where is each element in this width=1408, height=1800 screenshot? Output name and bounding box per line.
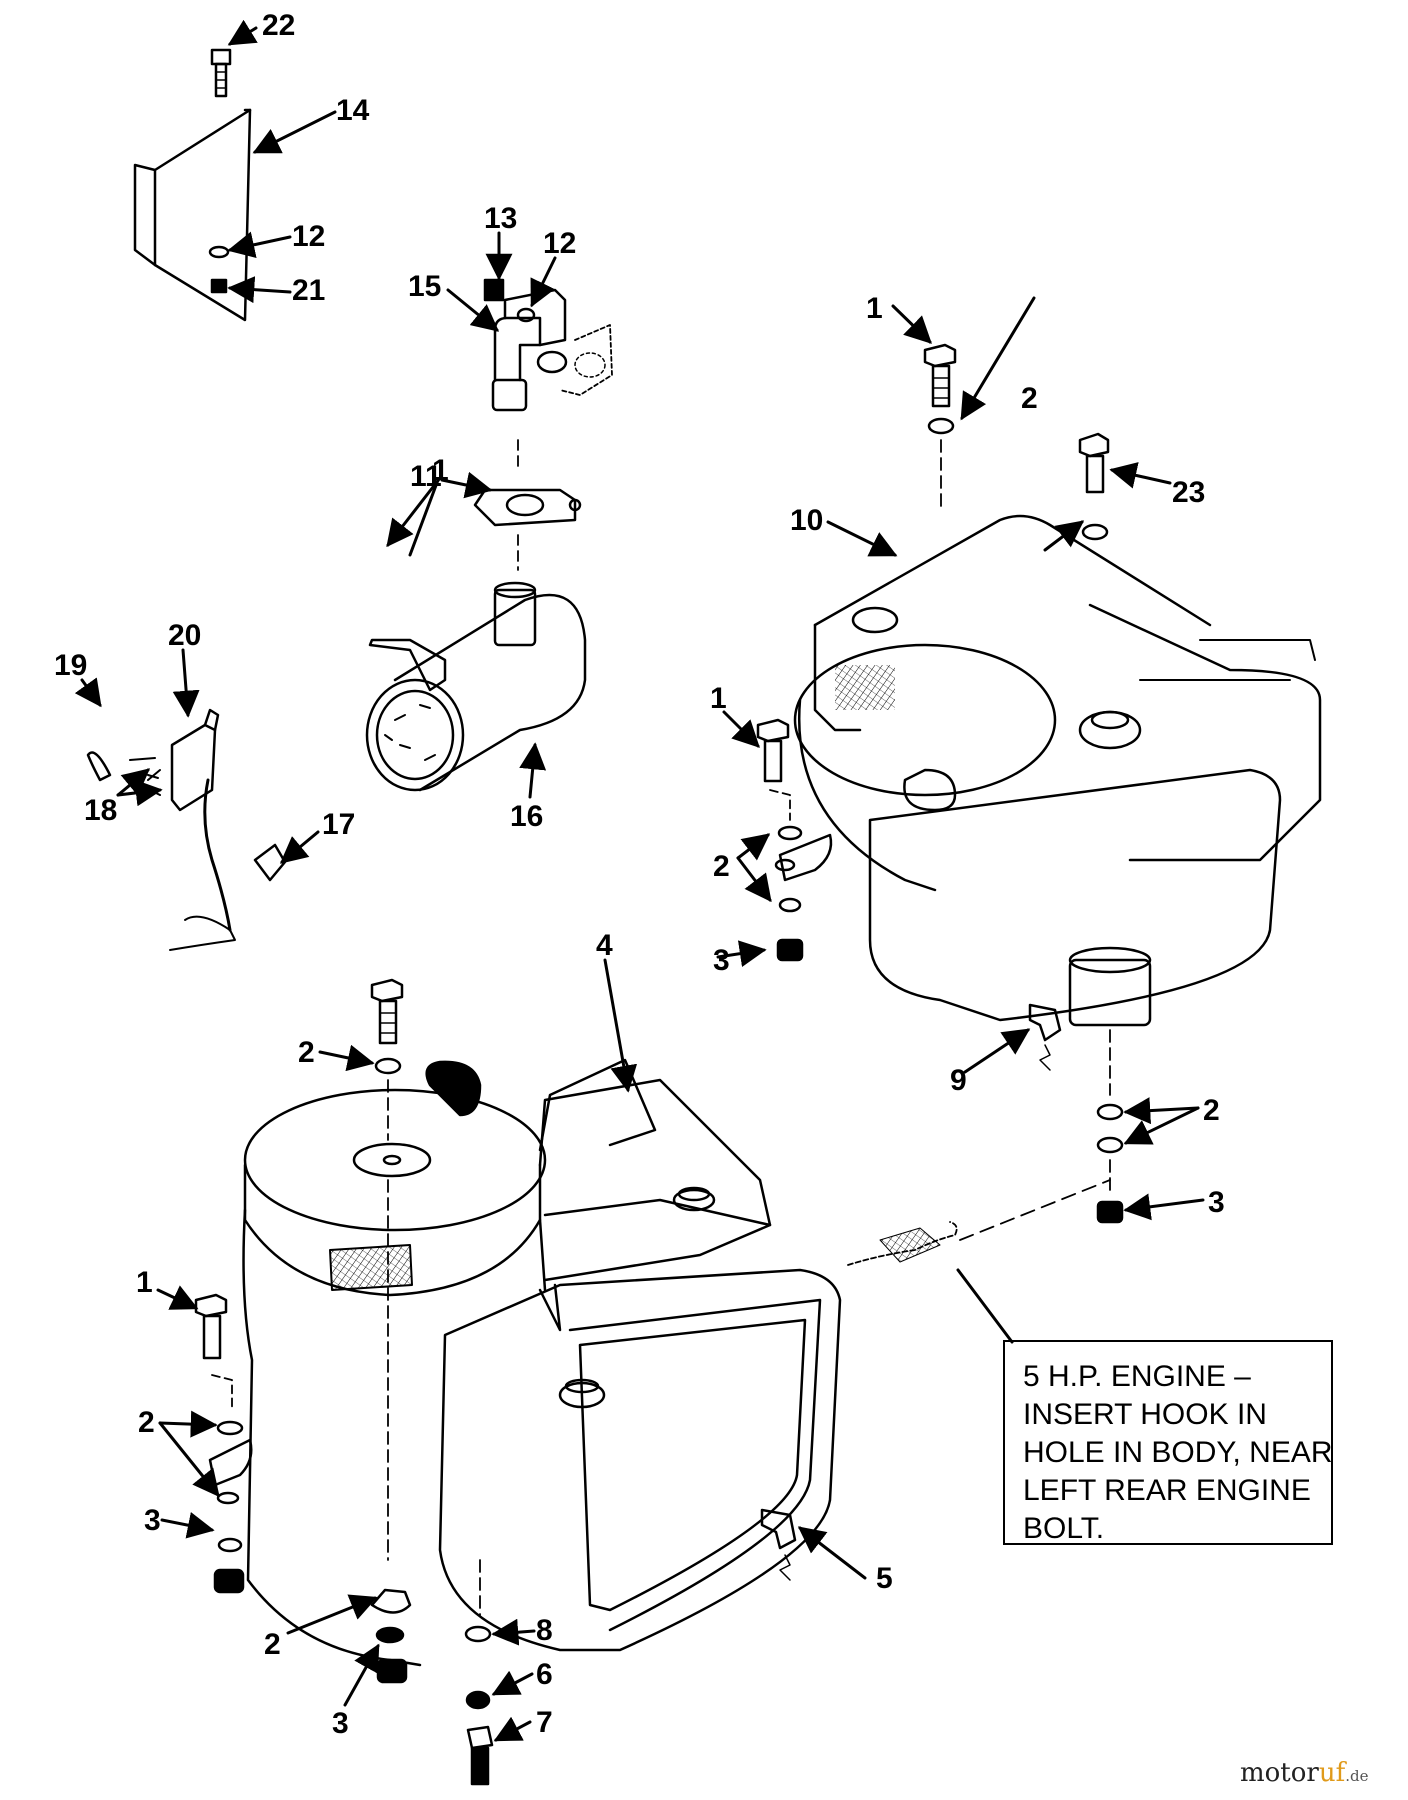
watermark: motoruf.de — [1240, 1758, 1368, 1788]
washer-6 — [465, 1690, 491, 1710]
washer-2-top-right — [927, 417, 955, 435]
label-6: 6 — [536, 1658, 553, 1691]
label-13: 13 — [484, 202, 517, 235]
label-2-right-lower: 2 — [1203, 1094, 1220, 1127]
bolt-1-top-left — [370, 978, 404, 1045]
label-23: 23 — [1172, 476, 1205, 509]
callout-labels: 22 14 12 21 13 12 15 11 16 20 19 18 17 1… — [54, 9, 1225, 1740]
bolt-22 — [210, 48, 232, 98]
spring-19 — [86, 751, 112, 782]
washer-12-top — [208, 245, 230, 259]
exhaust-elbow-15 — [491, 288, 613, 412]
engine-10-screen — [835, 665, 895, 710]
watermark-tld: .de — [1345, 1767, 1369, 1785]
label-3-bottom-left: 3 — [144, 1504, 161, 1537]
label-2-right-mid: 2 — [713, 850, 730, 883]
clip-17 — [253, 843, 287, 882]
label-12-top: 12 — [292, 220, 325, 253]
label-9: 9 — [950, 1064, 967, 1097]
note-line-1: 5 H.P. ENGINE – — [1023, 1360, 1251, 1393]
label-1: 1 — [432, 454, 449, 487]
engine-10 — [793, 514, 1322, 1027]
label-2-bottom-mid: 2 — [264, 1628, 281, 1661]
bolt-23 — [1078, 432, 1110, 494]
engine-4 — [242, 1058, 842, 1667]
label-5: 5 — [876, 1562, 893, 1595]
label-8: 8 — [536, 1614, 553, 1647]
watermark-accent: uf — [1318, 1758, 1346, 1788]
screws-18 — [129, 757, 161, 796]
leader-arrows — [74, 19, 1205, 1742]
label-22: 22 — [262, 9, 295, 42]
label-2-top-right: 2 — [1021, 382, 1038, 415]
plug-13 — [483, 278, 505, 302]
bracket-14 — [133, 108, 252, 322]
note-line-4: LEFT REAR ENGINE — [1023, 1474, 1311, 1507]
watermark-brand: motor — [1240, 1758, 1319, 1788]
label-10: 10 — [790, 504, 823, 537]
label-1-top: 1 — [866, 292, 883, 325]
label-3-right-mid: 3 — [713, 944, 730, 977]
label-19: 19 — [54, 649, 87, 682]
label-12-mid: 12 — [543, 227, 576, 260]
label-17: 17 — [322, 808, 355, 841]
bolt-7 — [466, 1725, 494, 1786]
bolt-1-right-mid — [756, 718, 790, 783]
hook — [847, 1179, 1111, 1266]
washer-8 — [464, 1625, 492, 1643]
label-11: 11 — [410, 460, 442, 493]
label-1-left: 1 — [136, 1266, 153, 1299]
label-4: 4 — [596, 929, 613, 962]
fitting-9 — [1028, 1003, 1062, 1071]
washer-12-mid — [516, 307, 536, 323]
nut-21 — [210, 278, 228, 294]
clamp-11 — [473, 488, 582, 527]
label-18: 18 — [84, 794, 117, 827]
label-2-bottom-left: 2 — [138, 1406, 155, 1439]
label-20: 20 — [168, 619, 201, 652]
bolt-1-left — [194, 1293, 228, 1360]
muffler-16 — [365, 581, 587, 792]
label-16: 16 — [510, 800, 543, 833]
label-3-right-lower: 3 — [1208, 1186, 1225, 1219]
label-21: 21 — [292, 274, 325, 307]
note-line-5: BOLT. — [1023, 1512, 1105, 1545]
label-15: 15 — [408, 270, 441, 303]
label-1-right-mid: 1 — [710, 682, 727, 715]
note-line-2: INSERT HOOK IN — [1023, 1398, 1267, 1431]
label-2-top-bottom: 2 — [298, 1036, 315, 1069]
engine-note: 5 H.P. ENGINE – INSERT HOOK IN HOLE IN B… — [1003, 1340, 1333, 1545]
label-7: 7 — [536, 1706, 553, 1739]
label-14: 14 — [336, 94, 370, 127]
fitting-5 — [760, 1508, 797, 1581]
washer-2-23 — [1081, 523, 1109, 541]
bracket-20 — [169, 708, 236, 951]
note-line-3: HOLE IN BODY, NEAR — [1023, 1436, 1333, 1469]
bolt-1-top-right — [923, 343, 957, 408]
label-3-bottom-mid: 3 — [332, 1707, 349, 1740]
